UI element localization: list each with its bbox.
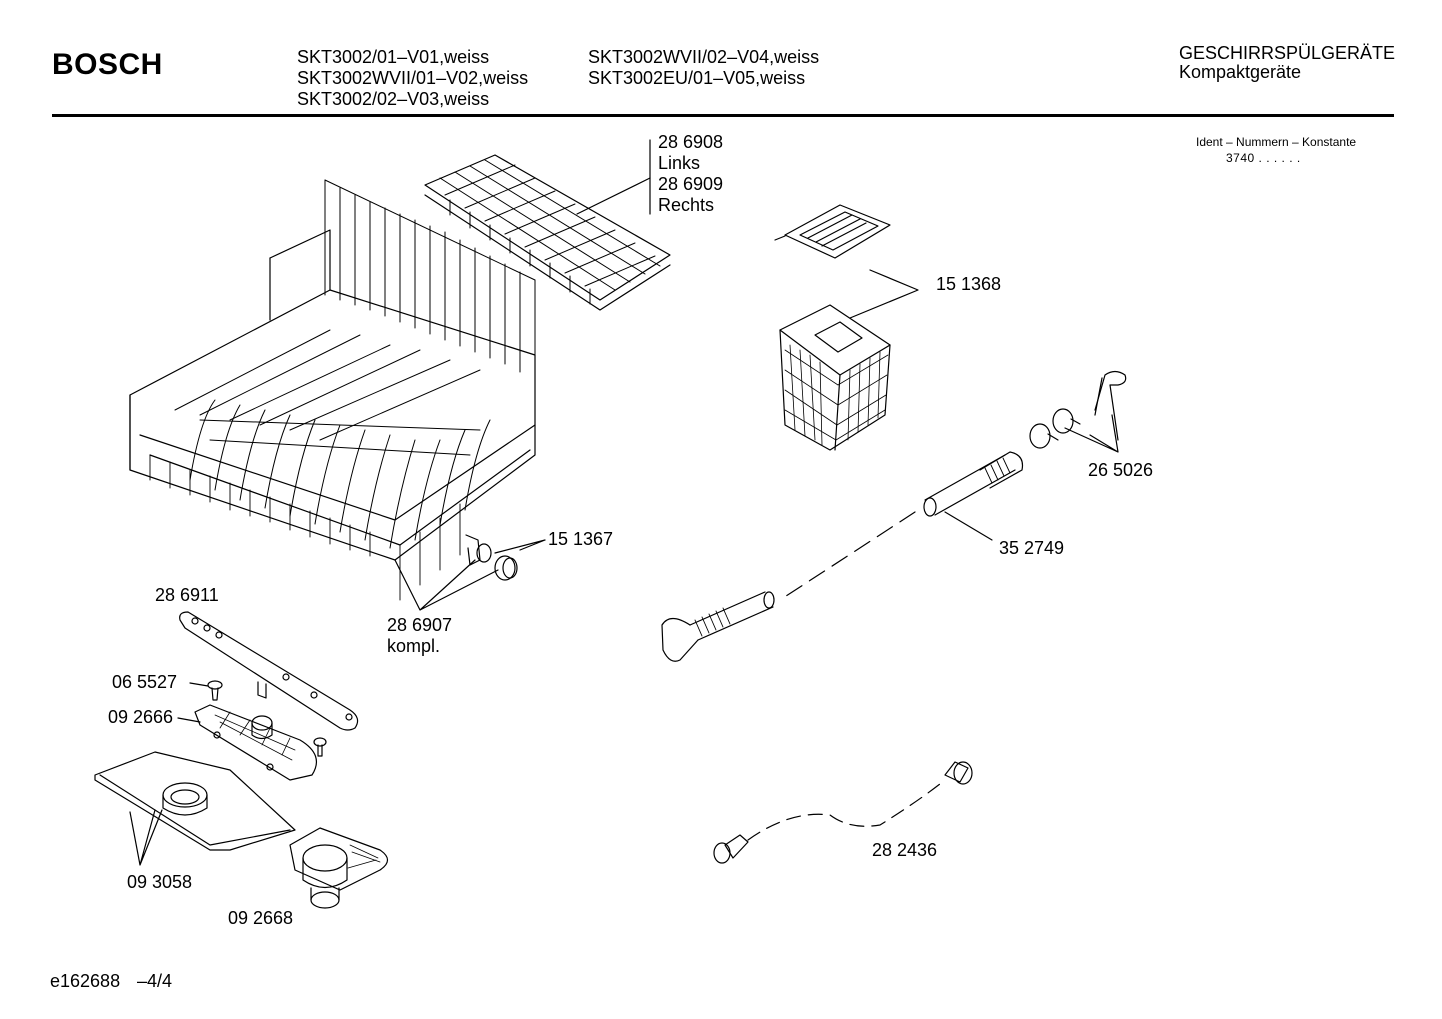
rack-rollers (466, 535, 517, 580)
hose-connection-line (780, 512, 915, 600)
spray-arm-support (195, 705, 316, 780)
leader-line (395, 560, 498, 610)
supply-hose (714, 762, 972, 863)
drain-hose (924, 452, 1023, 516)
model-item: SKT3002WVII/02–V04,weiss (588, 47, 820, 67)
cup-shelf (425, 155, 670, 310)
brand-logo: BOSCH (52, 48, 163, 81)
page-number: –4/4 (137, 971, 173, 991)
model-item: SKT3002/01–V01,weiss (297, 47, 490, 67)
header-divider (52, 114, 1394, 117)
part-number-label: 09 2668 (228, 908, 294, 928)
model-item: SKT3002EU/01–V05,weiss (588, 68, 806, 88)
model-list-2: SKT3002WVII/02–V04,weiss SKT3002EU/01–V0… (588, 47, 819, 89)
part-number-label: 26 5026 (1088, 460, 1154, 480)
hose-clip (1095, 372, 1126, 441)
model-item: SKT3002/02–V03,weiss (297, 89, 490, 109)
part-number-label: 28 2436 (872, 840, 938, 860)
part-number-label: 09 3058 (127, 872, 193, 892)
model-item: SKT3002WVII/01–V02,weiss (297, 68, 529, 88)
part-number-label: 15 1368 (936, 274, 1002, 294)
leader-line (577, 178, 650, 214)
part-variant: Rechts (658, 195, 715, 215)
part-number-label: 28 6911 (155, 585, 219, 605)
leader-line (178, 718, 200, 722)
part-number-label: 15 1367 (548, 529, 614, 549)
part-number-label: 06 5527 (112, 672, 178, 692)
part-number: 28 6909 (658, 174, 724, 194)
hose-clamps (1030, 409, 1080, 448)
part-number-label: 35 2749 (999, 538, 1065, 558)
category-name: GESCHIRRSPÜLGERÄTE (1179, 43, 1396, 63)
part-number: 28 6907 (387, 615, 453, 635)
cutlery-basket-lid (775, 205, 890, 258)
part-number: 28 6908 (658, 132, 724, 152)
ident-label: Ident – Nummern – Konstante (1196, 135, 1357, 149)
part-variant: Links (658, 153, 701, 173)
screws (208, 681, 326, 756)
cutlery-basket (780, 305, 890, 450)
drain-hose-elbow (662, 592, 774, 661)
leader-line (495, 540, 545, 553)
model-list-1: SKT3002/01–V01,weiss SKT3002WVII/01–V02,… (297, 47, 528, 110)
part-number-label: 09 2666 (108, 707, 174, 727)
leader-line (190, 683, 208, 686)
part-variant: kompl. (387, 636, 441, 656)
filter-plate (95, 752, 295, 850)
part-number-label: 28 6908 Links 28 6909 Rechts (658, 132, 723, 216)
dish-rack-basket (130, 180, 535, 600)
spray-arm (180, 612, 358, 730)
subcategory-name: Kompaktgeräte (1179, 62, 1302, 82)
micro-filter (290, 828, 388, 908)
category-title: GESCHIRRSPÜLGERÄTE Kompaktgeräte (1179, 44, 1395, 82)
leader-line (130, 810, 162, 865)
leader-line (945, 512, 992, 540)
leader-line (850, 270, 918, 318)
part-number-label: 28 6907 kompl. (387, 615, 452, 657)
document-id: e162688 (50, 971, 121, 991)
ident-value: 3740 . . . . . . (1226, 151, 1301, 165)
leader-line (1065, 415, 1118, 452)
